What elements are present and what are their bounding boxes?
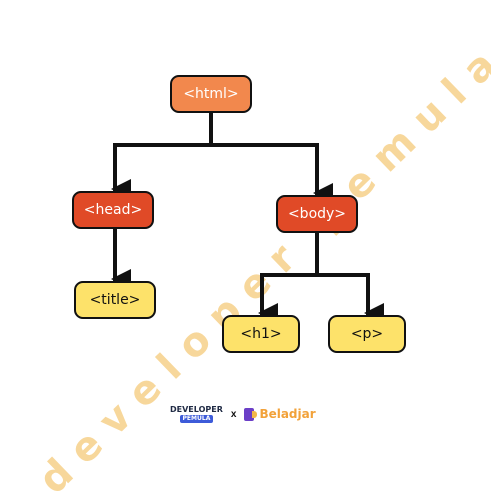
beladjar-logo: Beladjar: [244, 407, 316, 421]
edge-html-to-head: [111, 111, 213, 199]
developer-pemula-logo: DEVELOPER PEMULA: [170, 404, 223, 423]
node-title: <title>: [74, 281, 156, 319]
beladjar-text: Beladjar: [259, 407, 316, 421]
logo-separator: x: [230, 408, 237, 420]
developer-logo-bottom: PEMULA: [179, 414, 214, 423]
node-html: <html>: [170, 75, 252, 113]
edge-body-to-h1: [258, 231, 319, 323]
node-p: <p>: [328, 315, 406, 353]
tree-connectors: [111, 111, 384, 323]
edge-html-to-body: [209, 143, 333, 203]
node-body: <body>: [276, 195, 358, 233]
node-h1: <h1>: [222, 315, 300, 353]
developer-logo-top: DEVELOPER: [170, 404, 223, 414]
node-head: <head>: [72, 191, 154, 229]
footer-logos: DEVELOPER PEMULA x Beladjar: [170, 401, 330, 427]
beladjar-icon: [244, 407, 258, 421]
edge-body-to-p: [315, 273, 384, 323]
